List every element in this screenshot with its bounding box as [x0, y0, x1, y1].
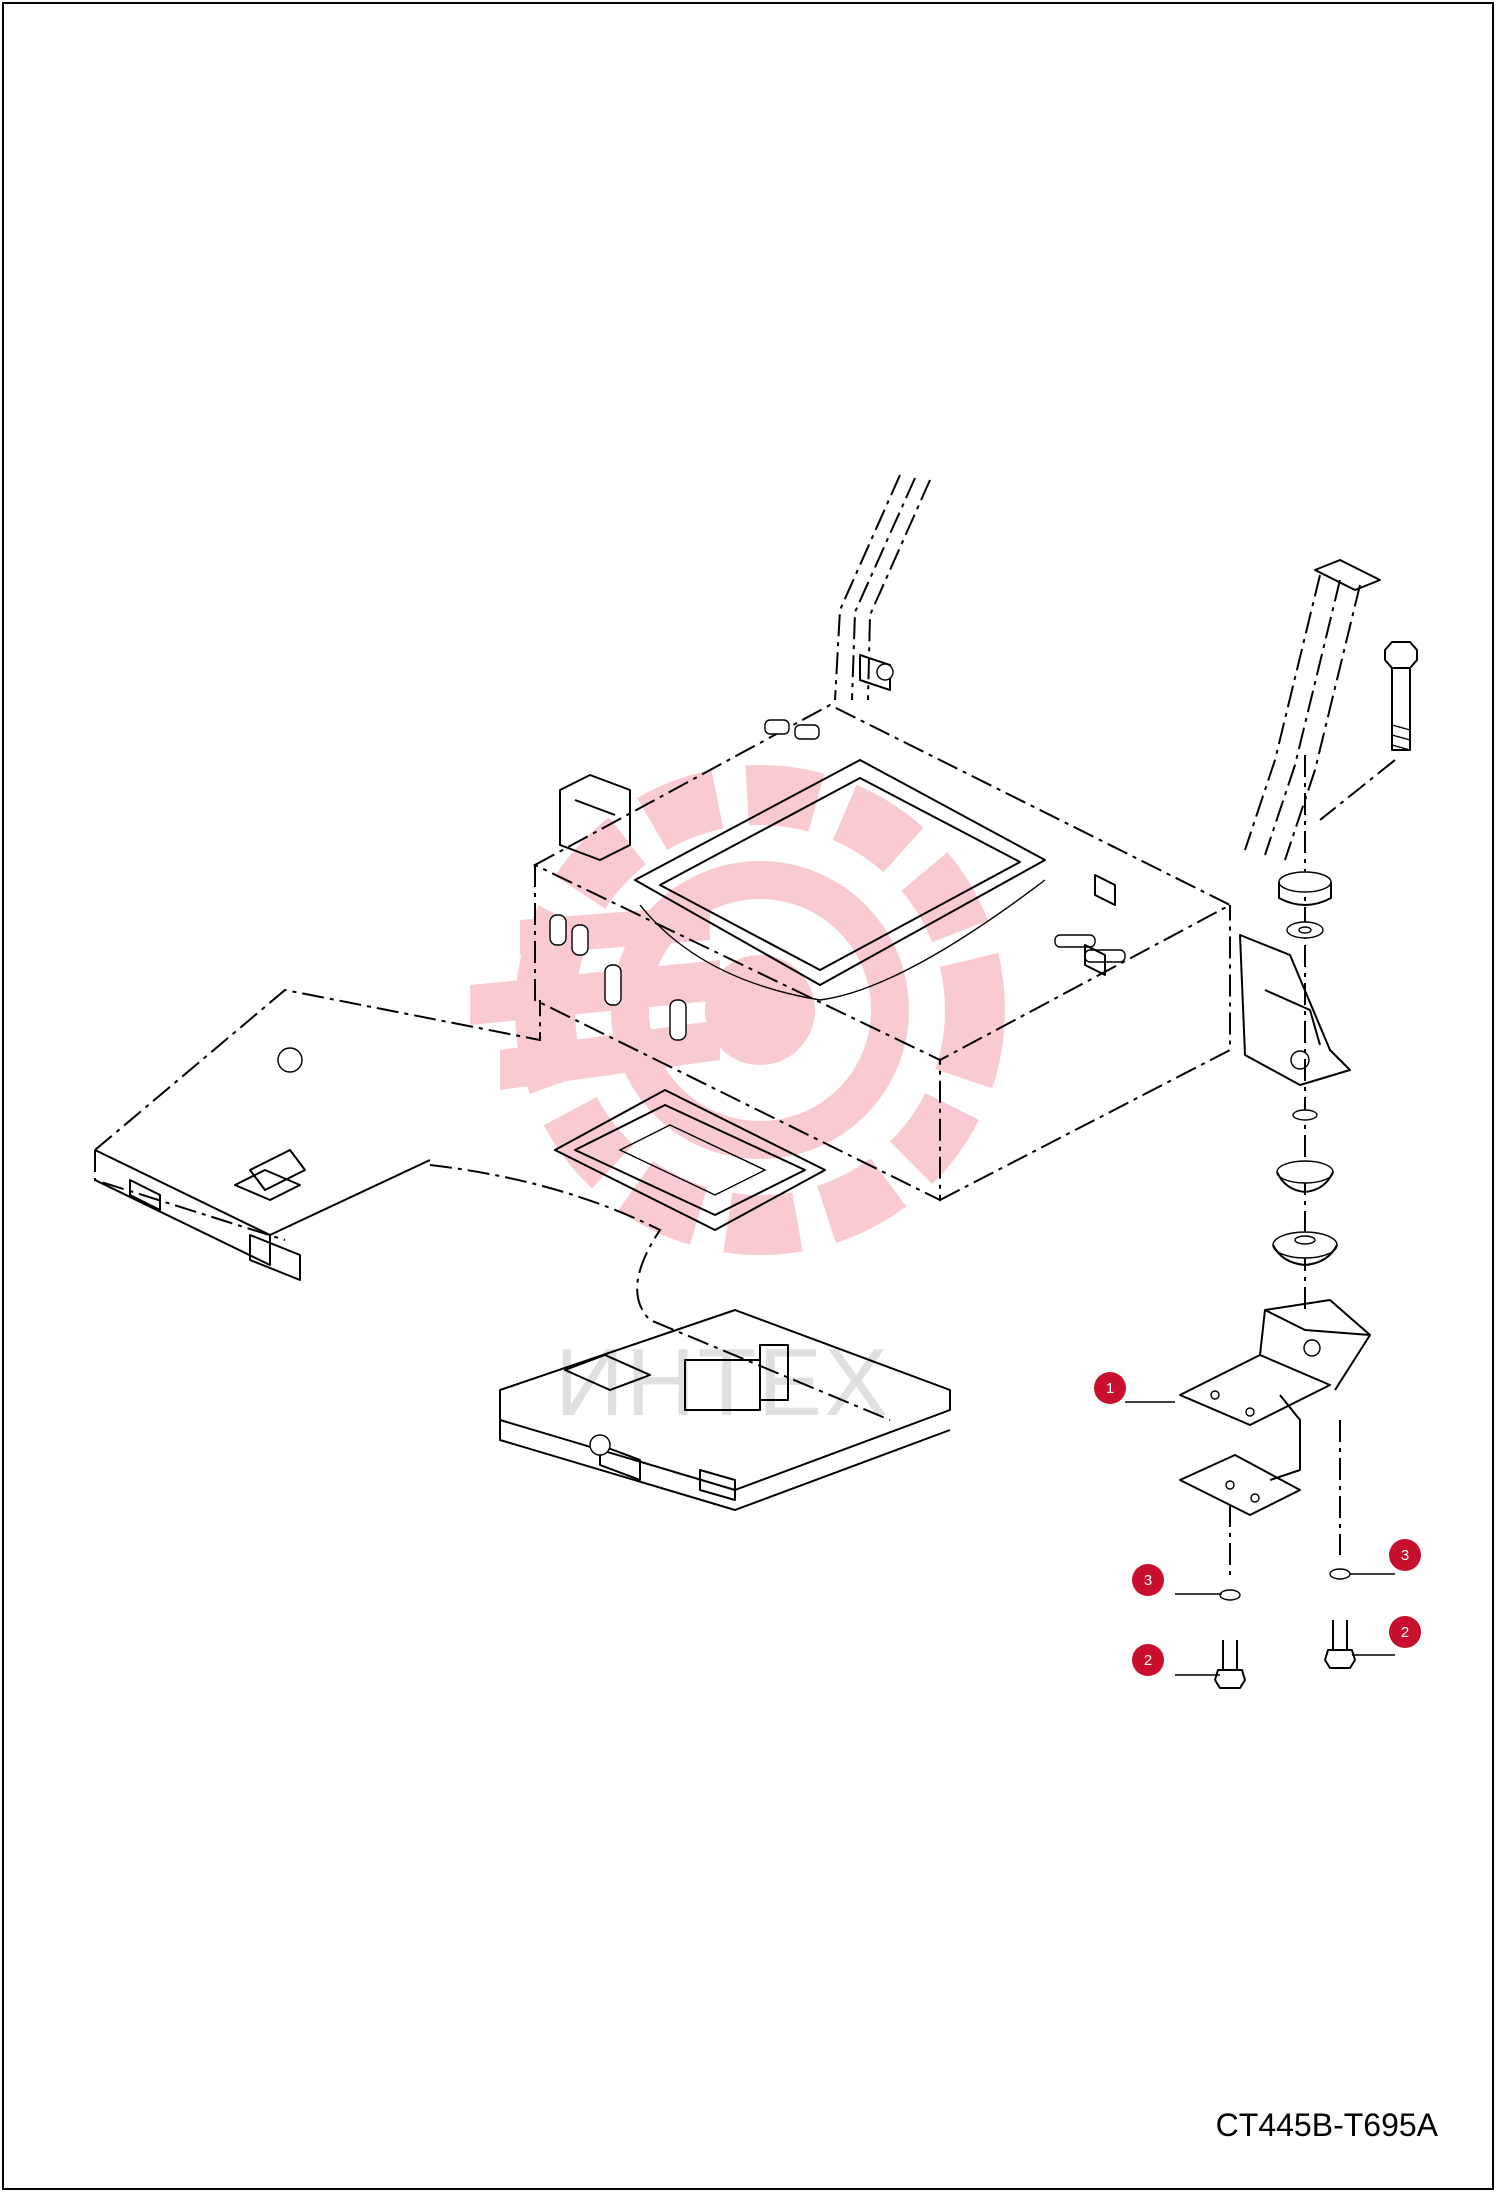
seat-tray	[554, 1089, 826, 1231]
svg-text:2: 2	[1401, 1624, 1409, 1641]
callout-2b: 2	[1352, 1616, 1421, 1656]
watermark-text: ИНТЕХ	[555, 1329, 890, 1436]
main-frame-body	[532, 703, 1233, 1202]
callout-3a: 3	[1132, 1564, 1222, 1596]
front-floor-plate	[429, 1164, 951, 1511]
exploded-axis-upper	[1319, 759, 1396, 821]
callout-1: 1	[1094, 1372, 1175, 1404]
callout-badge-2a	[1132, 1644, 1164, 1676]
callout-3b: 3	[1350, 1539, 1421, 1575]
callout-badge-1	[1094, 1372, 1126, 1404]
left-upright-post	[834, 474, 931, 701]
upper-bolt	[1384, 641, 1418, 751]
svg-text:2: 2	[1144, 1652, 1152, 1669]
part-2-bolts	[1214, 1620, 1356, 1689]
drawing-code: CT445B-T695A	[1215, 2107, 1438, 2143]
part-3-washers	[1219, 1568, 1351, 1601]
mount-stack	[1272, 871, 1338, 1266]
callout-badge-3a	[1132, 1564, 1164, 1596]
svg-text:1: 1	[1106, 1380, 1114, 1397]
watermark-logo	[470, 765, 1005, 1255]
callout-2a: 2	[1132, 1644, 1220, 1676]
svg-text:3: 3	[1144, 1572, 1152, 1589]
callout-badge-3b	[1389, 1539, 1421, 1571]
left-floor-plate	[94, 988, 541, 1281]
svg-text:3: 3	[1401, 1547, 1409, 1564]
right-upright-post	[1239, 559, 1381, 1086]
part-1-bracket	[1179, 1299, 1371, 1580]
callout-badge-2b	[1389, 1616, 1421, 1648]
